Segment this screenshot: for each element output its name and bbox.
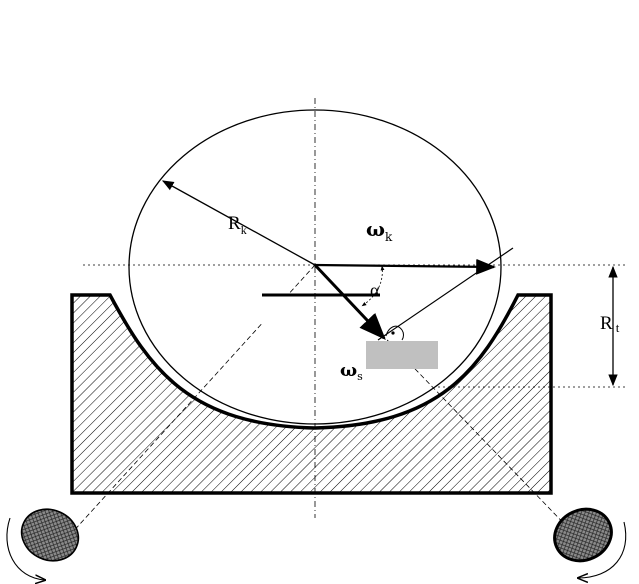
right-angle-mark (385, 325, 404, 341)
inclined-line (377, 247, 514, 341)
rk-radius-arrow (161, 180, 316, 266)
highlight-box (366, 341, 438, 369)
tool-base-block (70, 293, 553, 495)
omega-s-vector (313, 263, 386, 340)
left-rotation-arrow (6, 517, 45, 580)
right-roller (553, 507, 613, 563)
alpha-label: α (370, 280, 380, 300)
right-roller-axis-line (314, 264, 576, 536)
omega-s-label: ωs (340, 360, 363, 383)
omega-k-vector (314, 258, 496, 275)
rk-label: Rk (228, 213, 247, 237)
left-roller (20, 508, 80, 562)
right-angle-dot (391, 331, 395, 335)
right-rotation-arrow (578, 521, 627, 578)
omega-k-label: ωk (366, 217, 393, 244)
